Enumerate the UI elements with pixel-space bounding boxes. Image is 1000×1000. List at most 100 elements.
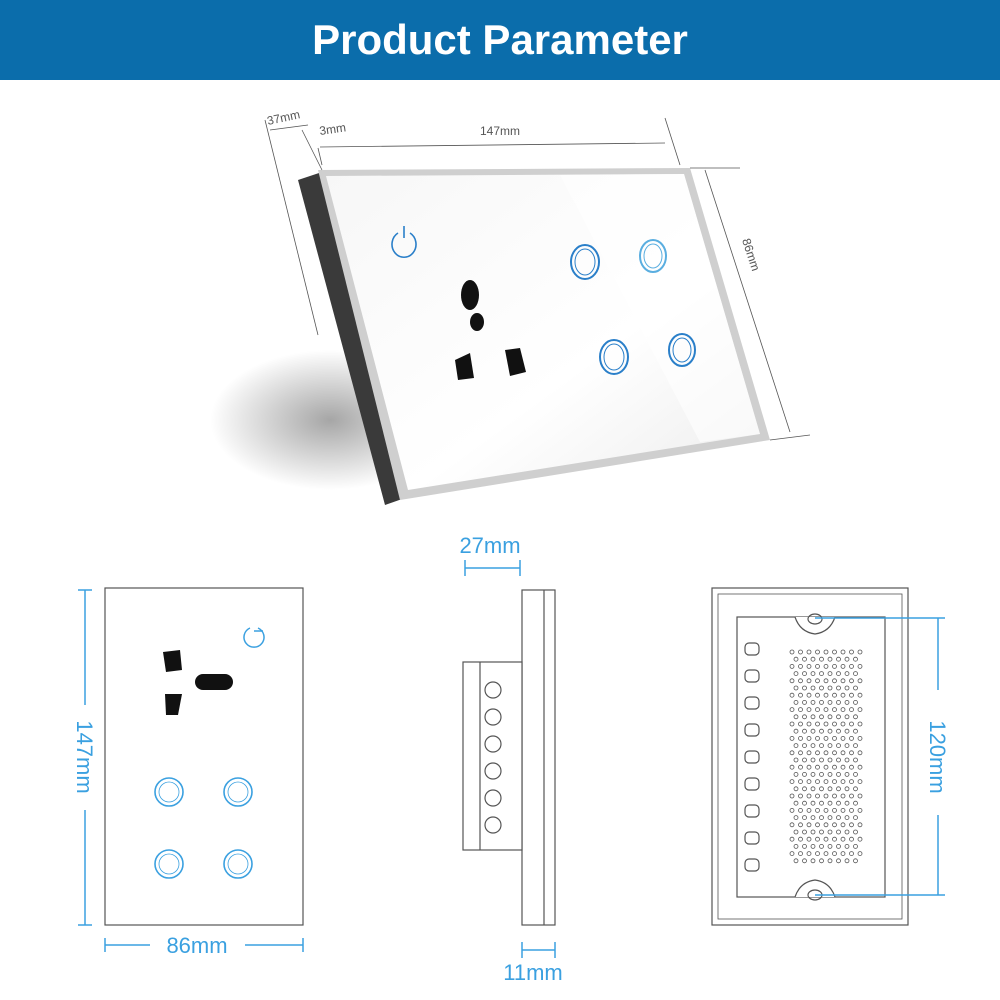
touch-button-icon [223, 777, 253, 807]
vent-slot [744, 696, 760, 710]
grille-hole [832, 707, 837, 712]
grille-hole [844, 786, 850, 792]
grille-hole [802, 844, 807, 849]
front-height-label: 147mm [72, 720, 97, 793]
grille-hole [853, 685, 858, 691]
grille-hole [823, 779, 829, 784]
touch-button-icon [223, 849, 253, 879]
grille-hole [827, 671, 833, 676]
grille-hole [853, 786, 858, 792]
grille-hole [815, 649, 820, 655]
grille-hole [789, 692, 795, 698]
terminal-screw-icon [484, 762, 502, 780]
grille-hole [815, 851, 820, 856]
grille-hole [853, 844, 858, 849]
grille-hole [844, 656, 850, 662]
grille-hole [857, 692, 863, 698]
grille-hole [836, 757, 841, 763]
grille-hole [840, 779, 846, 784]
grille-hole [844, 743, 850, 748]
grille-hole [806, 822, 812, 828]
grille-hole [810, 829, 816, 835]
grille-hole [789, 836, 795, 842]
grille-hole [815, 822, 820, 828]
grille-hole [810, 700, 816, 705]
grille-hole [802, 656, 807, 662]
grille-hole [823, 678, 829, 684]
grille-hole [806, 808, 812, 813]
grille-hole [810, 786, 816, 792]
grille-hole [819, 858, 824, 864]
grille-hole [849, 750, 854, 756]
grille-hole [793, 656, 799, 662]
grille-hole [806, 851, 812, 856]
grille-hole [849, 764, 854, 770]
grille-hole [857, 736, 863, 741]
grille-hole [849, 808, 854, 813]
glass-reflection [560, 174, 760, 442]
grille-hole [802, 800, 807, 806]
vent-slots [744, 642, 760, 872]
grille-hole [832, 851, 837, 856]
grille-hole [802, 829, 807, 835]
grille-hole [789, 779, 795, 784]
grille-hole [857, 779, 863, 784]
grille-hole [827, 844, 833, 849]
grille-hole [844, 800, 850, 806]
grille-hole [857, 764, 863, 770]
grille-hole [810, 772, 816, 777]
grille-hole [819, 800, 824, 806]
grille-hole [823, 808, 829, 813]
grille-hole [806, 736, 812, 741]
grille-hole [810, 714, 816, 720]
mount-spacing-label: 120mm [925, 720, 950, 793]
grille-hole [819, 656, 824, 662]
grille-hole [836, 714, 841, 720]
grille-hole [844, 772, 850, 777]
grille-hole [836, 858, 841, 864]
grille-hole [798, 779, 803, 784]
grille-hole [849, 692, 854, 698]
grille-hole [849, 779, 854, 784]
touch-button-icon [154, 777, 184, 807]
power-icon [243, 627, 265, 648]
grille-hole [827, 728, 833, 734]
grille-hole [815, 692, 820, 698]
grille-hole [802, 700, 807, 705]
grille-hole [823, 822, 829, 828]
grille-hole [810, 815, 816, 820]
touch-button-icon [570, 244, 600, 280]
grille-hole [844, 815, 850, 820]
grille-hole [793, 829, 799, 835]
grille-hole [853, 829, 858, 835]
vent-slot [744, 750, 760, 764]
grille-hole [823, 736, 829, 741]
grille-hole [802, 728, 807, 734]
touch-button-icon [639, 239, 667, 273]
side-view [462, 589, 556, 926]
grille-hole [827, 700, 833, 705]
vent-slot [744, 642, 760, 656]
grille-hole [815, 793, 820, 799]
grille-hole [853, 800, 858, 806]
grille-hole [793, 700, 799, 705]
grille-hole [827, 685, 833, 691]
grille-hole [823, 764, 829, 770]
grille-hole [857, 678, 863, 684]
grille-hole [810, 728, 816, 734]
grille-hole [806, 707, 812, 712]
grille-hole [840, 822, 846, 828]
grille-hole [798, 851, 803, 856]
grille-hole [802, 858, 807, 864]
grille-hole [823, 851, 829, 856]
grille-hole [832, 721, 837, 727]
grille-hole [840, 793, 846, 799]
grille-hole [823, 750, 829, 756]
grille-hole [844, 858, 850, 864]
grille-hole [789, 851, 795, 856]
terminal-screw-icon [484, 708, 502, 726]
page-title: Product Parameter [312, 16, 688, 63]
grille-hole [789, 793, 795, 799]
grille-hole [798, 664, 803, 669]
universal-socket-icon [455, 280, 526, 380]
